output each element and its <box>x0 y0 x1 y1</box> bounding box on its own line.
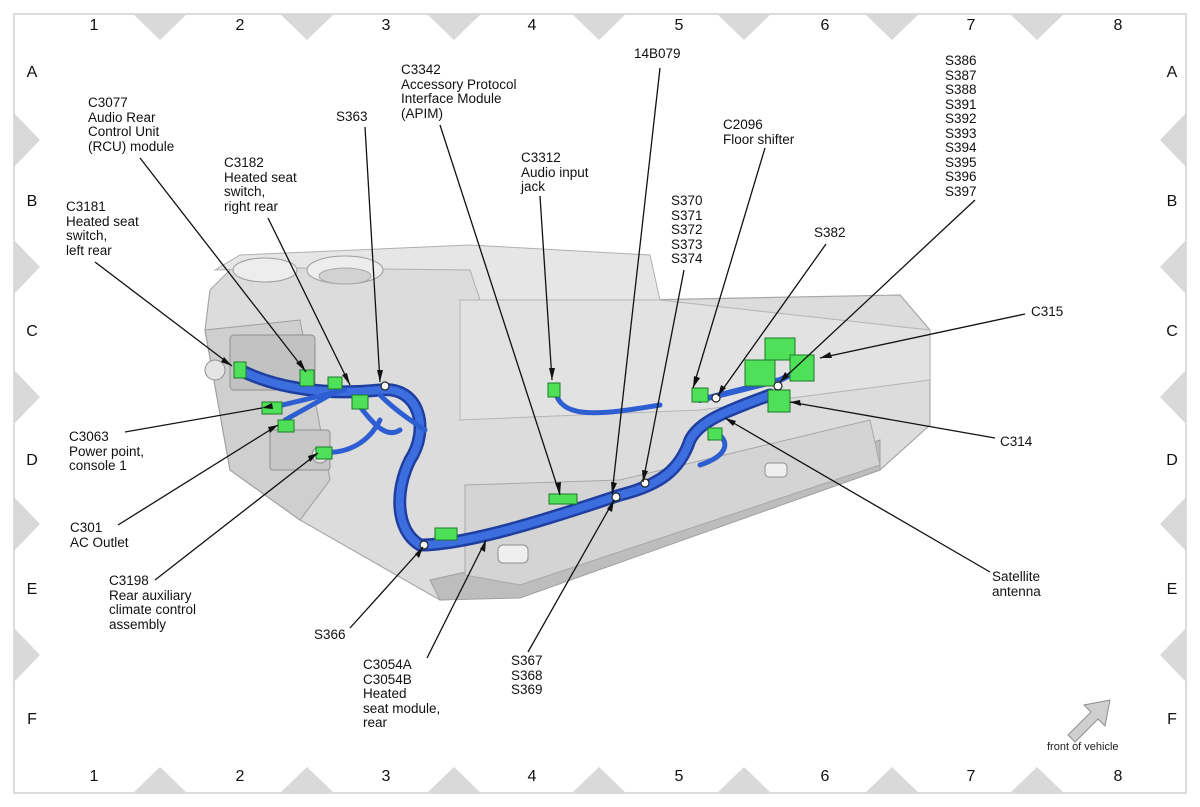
label-c301-ac-outlet: C301 AC Outlet <box>70 520 129 550</box>
label-c315: C315 <box>1031 304 1064 319</box>
grid-col-3-top: 3 <box>381 17 391 34</box>
label-c2096-floor-shifter: C2096 Floor shifter <box>723 117 795 147</box>
grid-row-a-right: A <box>1166 64 1178 81</box>
label-s370-s374: S370 S371 S372 S373 S374 <box>671 193 703 266</box>
center-console <box>204 244 931 601</box>
grid-col-8-bottom: 8 <box>1113 768 1123 785</box>
grid-row-d-left: D <box>26 452 38 469</box>
label-c314: C314 <box>1000 434 1033 449</box>
label-s386-s397: S386 S387 S388 S391 S392 S393 S394 S395 … <box>945 53 977 199</box>
grid-row-d-right: D <box>1166 452 1178 469</box>
leader-arrowheads <box>221 352 832 558</box>
grid-row-e-right: E <box>1166 581 1178 598</box>
bottom-border-triangles <box>133 767 1064 793</box>
grid-row-c-right: C <box>1166 323 1178 340</box>
label-s363: S363 <box>336 109 368 124</box>
grid-col-6-top: 6 <box>820 17 830 34</box>
label-satellite-antenna: Satellite antenna <box>992 569 1041 599</box>
label-c3342-apim: C3342 Accessory Protocol Interface Modul… <box>401 62 517 121</box>
grid-col-4-top: 4 <box>527 17 537 34</box>
label-c3054-heated-seat-module: C3054A C3054B Heated seat module, rear <box>363 657 441 730</box>
grid-row-a-left: A <box>26 64 38 81</box>
grid-col-7-bottom: 7 <box>966 768 976 785</box>
grid-col-3-bottom: 3 <box>381 768 391 785</box>
grid-col-5-bottom: 5 <box>674 768 684 785</box>
grid-col-2-bottom: 2 <box>235 768 245 785</box>
label-c3063-power-point: C3063 Power point, console 1 <box>69 429 145 473</box>
grid-col-8-top: 8 <box>1113 17 1123 34</box>
label-s367-s369: S367 S368 S369 <box>511 653 543 697</box>
grid-row-f-left: F <box>27 711 37 728</box>
label-c3181-heated-seat-switch-left: C3181 Heated seat switch, left rear <box>66 199 139 258</box>
label-c3077-rcu-module: C3077 Audio Rear Control Unit (RCU) modu… <box>88 95 175 154</box>
label-14b079: 14B079 <box>634 46 681 61</box>
grid-col-1-top: 1 <box>89 17 99 34</box>
label-c3198-rear-aux-climate: C3198 Rear auxiliary climate control ass… <box>109 573 197 632</box>
grid-row-b-left: B <box>26 193 38 210</box>
grid-row-f-right: F <box>1167 711 1177 728</box>
front-of-vehicle-arrow <box>1067 699 1111 743</box>
front-of-vehicle-label: front of vehicle <box>1047 741 1119 753</box>
label-s366: S366 <box>314 627 346 642</box>
top-border-triangles <box>133 14 1064 40</box>
grid-col-2-top: 2 <box>235 17 245 34</box>
label-c3312-audio-input-jack: C3312 Audio input jack <box>521 150 589 194</box>
grid-col-4-bottom: 4 <box>527 768 537 785</box>
harness-connectors <box>233 337 815 541</box>
right-border-triangles <box>1160 113 1186 682</box>
grid-col-7-top: 7 <box>966 17 976 34</box>
left-border-triangles <box>14 113 40 682</box>
label-c3182-heated-seat-switch-right: C3182 Heated seat switch, right rear <box>224 155 297 214</box>
grid-col-1-bottom: 1 <box>89 768 99 785</box>
grid-row-b-right: B <box>1166 193 1178 210</box>
label-s382: S382 <box>814 225 846 240</box>
grid-row-c-left: C <box>26 323 38 340</box>
grid-col-6-bottom: 6 <box>820 768 830 785</box>
grid-row-e-left: E <box>26 581 38 598</box>
leader-lines <box>94 67 1026 659</box>
grid-col-5-top: 5 <box>674 17 684 34</box>
